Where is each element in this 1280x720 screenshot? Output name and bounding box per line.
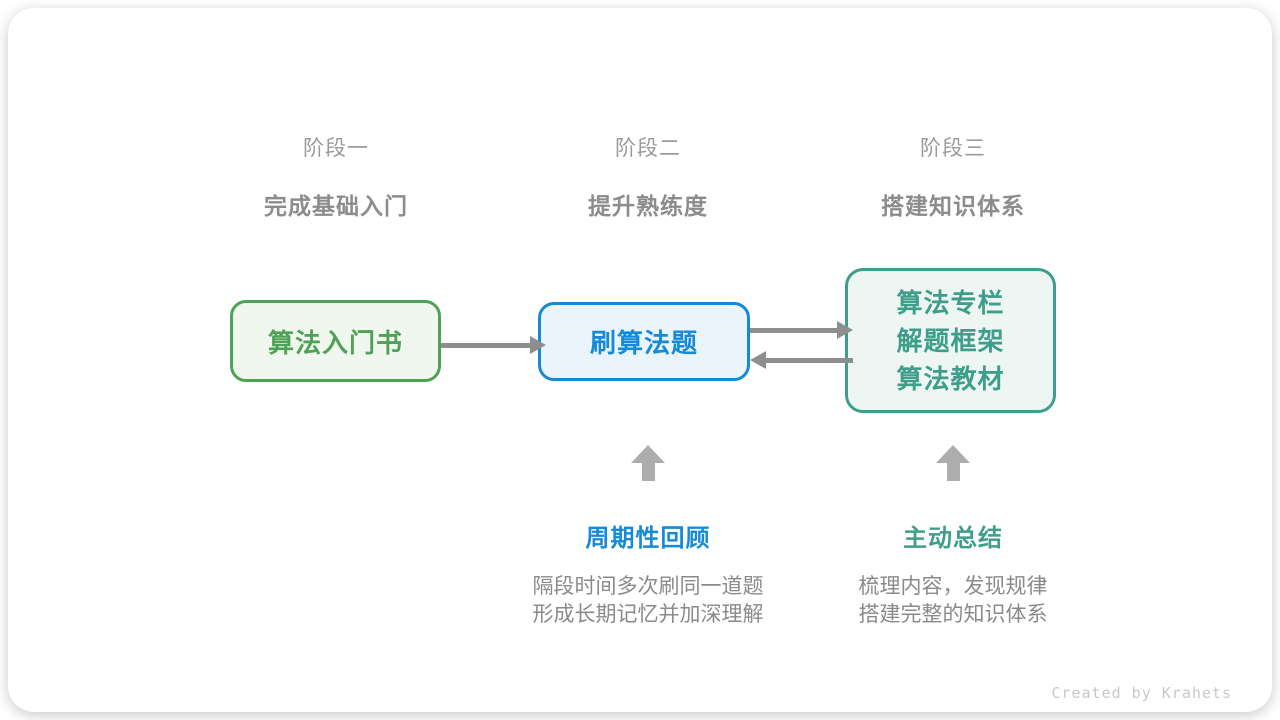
node-intro-book-label: 算法入门书	[267, 327, 403, 358]
node-practice-problems: 刷算法题	[538, 302, 750, 381]
desc-line-2: 形成长期记忆并加深理解	[532, 603, 764, 626]
arrow-head	[750, 351, 766, 369]
stage-1-header: 阶段一 完成基础入门	[176, 132, 496, 221]
node-knowledge-sources: 算法专栏 解题框架 算法教材	[845, 268, 1056, 413]
stage-3-header: 阶段三 搭建知识体系	[793, 132, 1113, 221]
arrow-right-icon	[441, 336, 546, 354]
annotation-periodic-review: 周期性回顾 隔段时间多次刷同一道题 形成长期记忆并加深理解	[478, 518, 818, 629]
node-knowledge-line-1: 算法专栏	[896, 287, 1005, 318]
credit-text: Created by Krahets	[1051, 684, 1232, 702]
stage-2-header: 阶段二 提升熟练度	[488, 132, 808, 221]
stage-3-subtitle: 搭建知识体系	[881, 193, 1025, 219]
node-knowledge-line-2: 解题框架	[896, 325, 1005, 356]
arrow-head	[631, 445, 665, 463]
arrow-up-icon	[936, 445, 970, 481]
arrow-left-icon	[750, 351, 853, 369]
stage-2-label: 阶段二	[615, 137, 681, 160]
arrow-stem	[765, 358, 853, 363]
arrow-stem	[641, 463, 655, 481]
stage-1-subtitle: 完成基础入门	[264, 193, 408, 219]
stage-2-subtitle: 提升熟练度	[588, 193, 708, 219]
annotation-active-summary-title: 主动总结	[903, 525, 1003, 552]
desc-line-1: 隔段时间多次刷同一道题	[532, 575, 764, 598]
arrow-stem	[750, 328, 838, 333]
annotation-periodic-review-title: 周期性回顾	[585, 525, 711, 552]
node-knowledge-line-3: 算法教材	[896, 363, 1005, 394]
stage-3-label: 阶段三	[920, 137, 986, 160]
stage-1-label: 阶段一	[303, 137, 369, 160]
node-intro-book: 算法入门书	[230, 300, 441, 382]
arrow-head	[530, 336, 546, 354]
arrow-stem	[946, 463, 960, 481]
arrow-right-icon	[750, 321, 853, 339]
arrow-stem	[441, 343, 531, 348]
node-practice-problems-label: 刷算法题	[589, 328, 698, 358]
annotation-active-summary-desc: 梳理内容，发现规律 搭建完整的知识体系	[783, 573, 1123, 629]
desc-line-2: 搭建完整的知识体系	[858, 603, 1048, 626]
diagram-card: 阶段一 完成基础入门 阶段二 提升熟练度 阶段三 搭建知识体系 算法入门书 刷算…	[8, 8, 1272, 712]
arrow-up-icon	[631, 445, 665, 481]
annotation-periodic-review-desc: 隔段时间多次刷同一道题 形成长期记忆并加深理解	[478, 573, 818, 629]
arrow-head	[936, 445, 970, 463]
annotation-active-summary: 主动总结 梳理内容，发现规律 搭建完整的知识体系	[783, 518, 1123, 629]
desc-line-1: 梳理内容，发现规律	[858, 575, 1048, 598]
arrow-head	[837, 321, 853, 339]
